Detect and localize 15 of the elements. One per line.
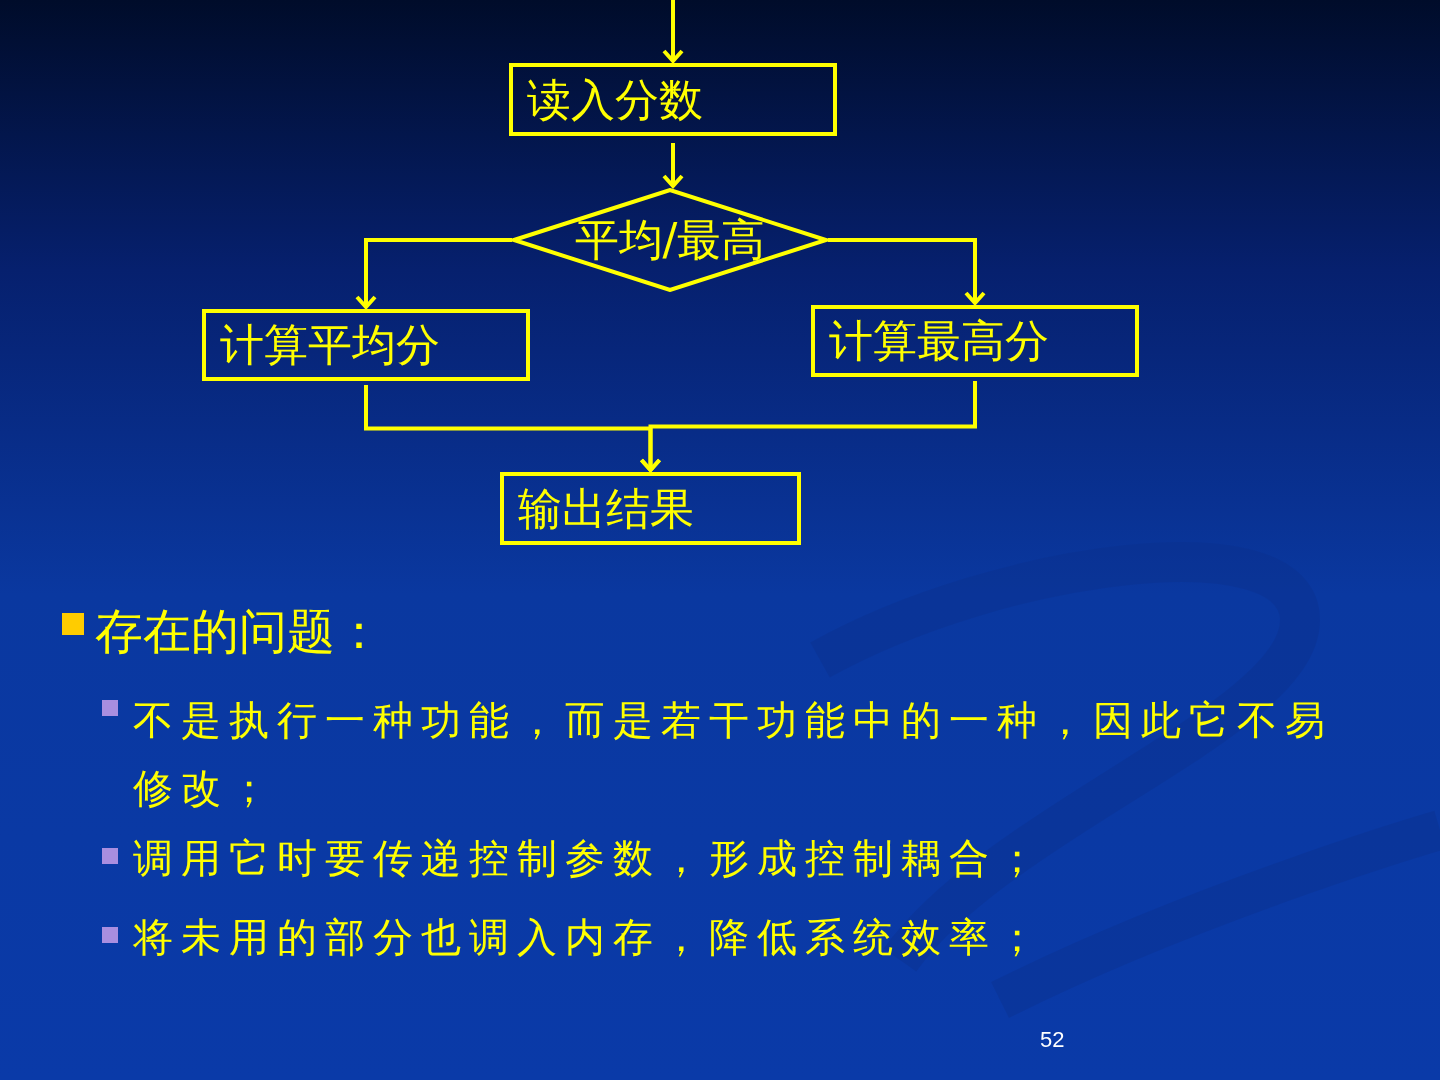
bullet-text: 不是执行一种功能，而是若干功能中的一种，因此它不易修改； bbox=[133, 696, 1334, 813]
decision-diamond: 平均/最高 bbox=[512, 188, 828, 292]
arrow bbox=[355, 238, 512, 309]
bullet-heading: 存在的问题： bbox=[95, 603, 384, 661]
process-box: 读入分数 bbox=[509, 63, 837, 136]
bullet-text: 将未用的部分也调入内存，降低系统效率； bbox=[133, 913, 1046, 961]
arrow bbox=[662, 143, 684, 188]
process-box: 计算最高分 bbox=[811, 305, 1139, 377]
arrow bbox=[828, 238, 986, 305]
page-number: 52 bbox=[1040, 1027, 1066, 1054]
arrow bbox=[662, 0, 684, 63]
bullet-text: 调用它时要传递控制参数，形成控制耦合； bbox=[133, 834, 1046, 882]
process-box: 计算平均分 bbox=[202, 309, 530, 381]
process-box: 输出结果 bbox=[500, 472, 801, 545]
arrow bbox=[639, 381, 977, 472]
